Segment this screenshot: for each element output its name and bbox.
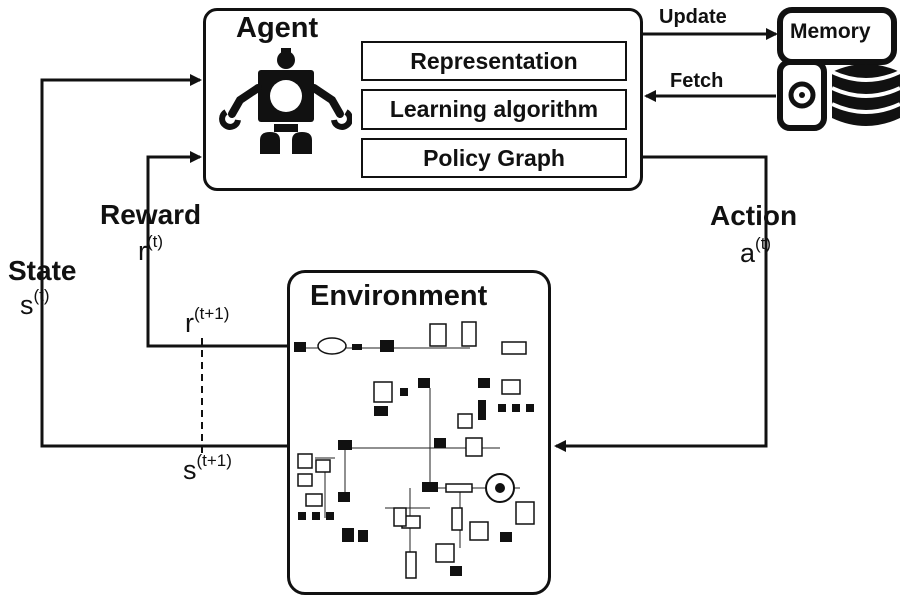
action-label: Action — [710, 200, 798, 231]
learning-algorithm-module: Learning algorithm — [361, 89, 627, 130]
agent-title: Agent — [236, 12, 319, 44]
representation-module: Representation — [361, 41, 627, 81]
reward-arrow — [146, 151, 290, 348]
state-label: State — [8, 255, 77, 286]
action-symbol: a(t) — [740, 234, 772, 268]
network-topology — [294, 321, 535, 579]
reward-label: Reward — [100, 199, 202, 230]
memory-title: Memory — [790, 20, 871, 43]
reward-symbol: r(t) — [138, 232, 164, 266]
environment-title: Environment — [310, 280, 488, 312]
fetch-label: Fetch — [670, 70, 724, 92]
robot-icon — [219, 48, 352, 154]
policy-graph-module: Policy Graph — [361, 138, 627, 178]
action-arrow — [554, 155, 768, 452]
next-state-symbol: s(t+1) — [183, 451, 232, 485]
next-reward-symbol: r(t+1) — [185, 304, 230, 338]
database-icon — [777, 7, 901, 131]
state-arrow — [40, 74, 290, 448]
state-symbol: s(t) — [20, 286, 50, 320]
update-label: Update — [659, 6, 727, 28]
